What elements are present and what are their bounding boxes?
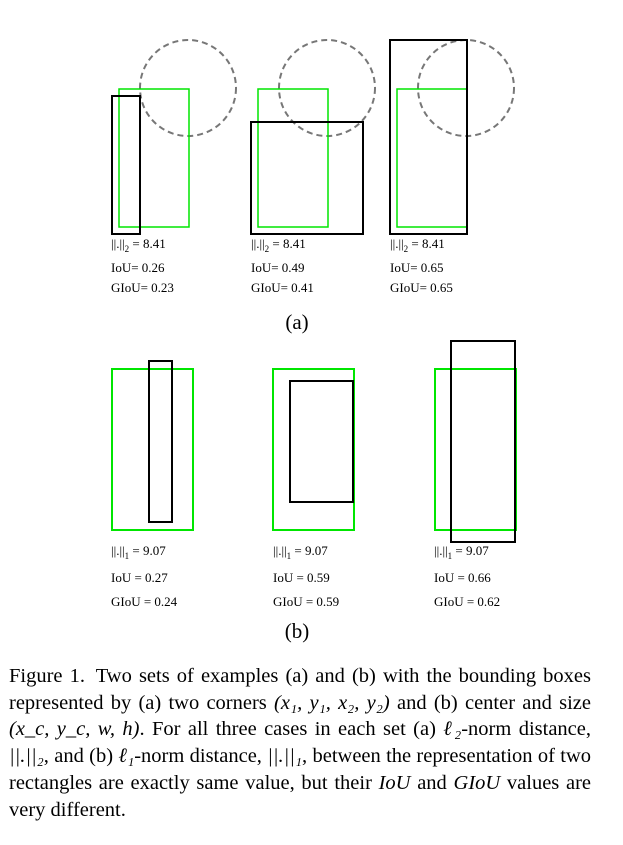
predicted-box bbox=[111, 95, 141, 235]
giou-label: GIoU= 0.65 bbox=[390, 280, 453, 295]
norm-distance-label: ||.||2 = 8.41 bbox=[251, 236, 306, 254]
norm-distance-label: ||.||1 = 9.07 bbox=[273, 543, 328, 561]
panel-b-label: (b) bbox=[284, 619, 310, 643]
panel-b-case-2 bbox=[272, 368, 355, 531]
iou-label: IoU= 0.26 bbox=[111, 260, 165, 275]
ground-truth-box bbox=[272, 368, 355, 531]
iou-label: IoU = 0.59 bbox=[273, 570, 330, 585]
norm-distance-label: ||.||1 = 9.07 bbox=[434, 543, 489, 561]
panel-b-case-3 bbox=[434, 340, 517, 543]
ground-truth-box bbox=[396, 88, 468, 228]
ground-truth-box bbox=[118, 88, 190, 228]
panel-a-case-2 bbox=[250, 39, 376, 235]
iou-label: IoU= 0.65 bbox=[390, 260, 444, 275]
norm-distance-label: ||.||2 = 8.41 bbox=[390, 236, 445, 254]
center-circle bbox=[139, 39, 237, 137]
giou-label: GIoU = 0.62 bbox=[434, 594, 501, 609]
ground-truth-box bbox=[434, 368, 517, 531]
panel-a-label: (a) bbox=[285, 310, 309, 334]
predicted-box bbox=[148, 360, 173, 523]
caption-lead: Figure 1. bbox=[9, 665, 85, 687]
ground-truth-box bbox=[257, 88, 329, 228]
predicted-box bbox=[250, 121, 364, 235]
norm-distance-label: ||.||1 = 9.07 bbox=[111, 543, 166, 561]
center-circle bbox=[278, 39, 376, 137]
figure-caption: Figure 1. Two sets of examples (a) and (… bbox=[9, 665, 592, 821]
giou-label: GIoU = 0.24 bbox=[111, 594, 178, 609]
panel-a-case-1 bbox=[111, 39, 237, 235]
giou-label: GIoU = 0.59 bbox=[273, 594, 340, 609]
giou-label: GIoU= 0.23 bbox=[111, 280, 174, 295]
predicted-box bbox=[450, 340, 516, 543]
norm-distance-label: ||.||2 = 8.41 bbox=[111, 236, 166, 254]
ground-truth-box bbox=[111, 368, 194, 531]
giou-label: GIoU= 0.41 bbox=[251, 280, 314, 295]
predicted-box bbox=[389, 39, 468, 235]
iou-label: IoU = 0.27 bbox=[111, 570, 168, 585]
predicted-box bbox=[289, 380, 354, 503]
iou-label: IoU= 0.49 bbox=[251, 260, 305, 275]
panel-a-case-3 bbox=[389, 39, 515, 235]
iou-label: IoU = 0.66 bbox=[434, 570, 491, 585]
panel-b-case-1 bbox=[111, 360, 194, 531]
